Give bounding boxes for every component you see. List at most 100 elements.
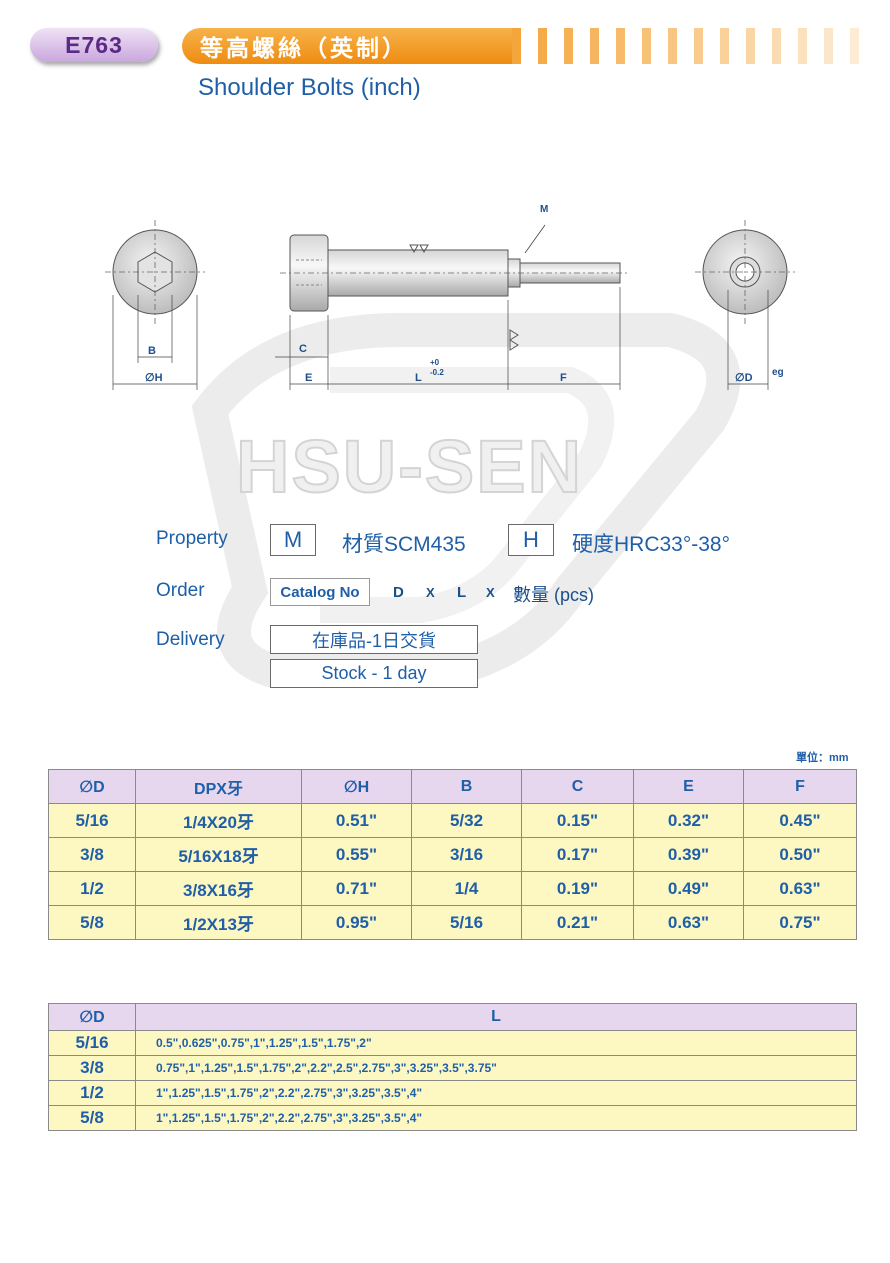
material-code-box: M	[270, 524, 316, 556]
dim-M-label: M	[540, 204, 548, 215]
table-cell: 5/8	[48, 1105, 136, 1131]
table-cell: 0.55"	[301, 837, 412, 872]
product-title-cn: 等高螺絲（英制）	[182, 28, 512, 64]
table-row: 1/2 3/8X16牙 0.71" 1/4 0.19" 0.49" 0.63"	[48, 871, 857, 906]
dim-C-label: C	[299, 343, 307, 355]
watermark-text: HSU-SEN	[235, 424, 584, 509]
watermark-swoosh	[191, 313, 741, 687]
table-cell: 0.50"	[743, 837, 857, 872]
dim-D-label: ∅D	[735, 372, 753, 384]
order-x-1: X	[426, 585, 435, 600]
order-x-2: X	[486, 585, 495, 600]
material-text: 材質SCM435	[342, 533, 466, 556]
header-stripe	[746, 28, 755, 64]
table-cell: 5/16X18牙	[135, 837, 302, 872]
table-cell: 0.32"	[633, 803, 744, 838]
header-cell: C	[521, 769, 634, 804]
delivery-cn-box: 在庫品-1日交貨	[270, 625, 478, 654]
table-cell: 0.17"	[521, 837, 634, 872]
table-row: 5/16 0.5",0.625",0.75",1",1.25",1.5",1.7…	[48, 1030, 857, 1056]
table-cell: 0.19"	[521, 871, 634, 906]
table-cell: 1/4	[411, 871, 522, 906]
table-row: 3/8 0.75",1",1.25",1.5",1.75",2",2.2",2.…	[48, 1055, 857, 1081]
table-cell: 1/2X13牙	[135, 905, 302, 940]
head-end-view	[105, 220, 205, 390]
table-cell: 3/8	[48, 837, 136, 872]
header-stripe	[850, 28, 859, 64]
table-cell: 0.5",0.625",0.75",1",1.25",1.5",1.75",2"	[135, 1030, 857, 1056]
order-d: D	[393, 584, 404, 601]
table-row: 3/8 5/16X18牙 0.55" 3/16 0.17" 0.39" 0.50…	[48, 837, 857, 872]
header-stripe	[642, 28, 651, 64]
bolt-side-view	[275, 224, 630, 390]
table-row: 5/8 1",1.25",1.5",1.75",2",2.2",2.75",3"…	[48, 1105, 857, 1131]
tolerance-plus: +0	[430, 358, 440, 367]
header-stripe	[590, 28, 599, 64]
header-stripe	[824, 28, 833, 64]
tolerance-minus: -0.2	[430, 368, 444, 377]
dim-B-label: B	[148, 345, 156, 357]
table-cell: 0.45"	[743, 803, 857, 838]
shank-end-view	[695, 220, 795, 390]
table-header-row: ∅D L	[48, 1003, 857, 1031]
header-stripes	[512, 28, 872, 64]
header-stripe	[616, 28, 625, 64]
catalog-code-badge: E763	[30, 28, 158, 62]
table-row: 5/8 1/2X13牙 0.95" 5/16 0.21" 0.63" 0.75"	[48, 905, 857, 940]
catalog-no-box: Catalog No	[270, 578, 370, 606]
table-cell: 0.63"	[633, 905, 744, 940]
table-cell: 0.75",1",1.25",1.5",1.75",2",2.2",2.5",2…	[135, 1055, 857, 1081]
table-cell: 5/32	[411, 803, 522, 838]
table-header-row: ∅D DPX牙 ∅H B C E F	[48, 769, 857, 804]
header-stripe	[720, 28, 729, 64]
header-cell: F	[743, 769, 857, 804]
dim-H-label: ∅H	[145, 372, 163, 384]
table-cell: 3/8X16牙	[135, 871, 302, 906]
hardness-code-box: H	[508, 524, 554, 556]
header-cell: B	[411, 769, 522, 804]
table-cell: 5/16	[48, 803, 136, 838]
shoulder-bolt-drawing: B ∅H C E L +0 -0.2 F M ∅D eg	[105, 204, 795, 390]
dim-L-label: L	[415, 372, 422, 384]
dimensions-table: ∅D DPX牙 ∅H B C E F 5/16 1/4X20牙 0.51" 5/…	[48, 769, 857, 940]
dim-F-label: F	[560, 372, 567, 384]
table-cell: 0.51"	[301, 803, 412, 838]
order-label: Order	[156, 580, 205, 601]
fit-eg-label: eg	[772, 367, 784, 378]
header-cell: L	[135, 1003, 857, 1031]
table-cell: 3/8	[48, 1055, 136, 1081]
header-cell: DPX牙	[135, 769, 302, 804]
table-cell: 0.95"	[301, 905, 412, 940]
table-cell: 1/2	[48, 871, 136, 906]
table-cell: 3/16	[411, 837, 522, 872]
header-cell: ∅D	[48, 769, 136, 804]
header-stripe	[798, 28, 807, 64]
header-cell: ∅D	[48, 1003, 136, 1031]
header-stripe	[512, 28, 521, 64]
table-cell: 1/4X20牙	[135, 803, 302, 838]
table-cell: 0.71"	[301, 871, 412, 906]
unit-note: 單位：mm	[796, 752, 849, 764]
dim-E-label: E	[305, 372, 312, 384]
header-stripe	[564, 28, 573, 64]
length-table: ∅D L 5/16 0.5",0.625",0.75",1",1.25",1.5…	[48, 1003, 857, 1131]
header-cell: ∅H	[301, 769, 412, 804]
table-cell: 0.75"	[743, 905, 857, 940]
hardness-text: 硬度HRC33°-38°	[572, 533, 731, 556]
table-cell: 0.15"	[521, 803, 634, 838]
table-row: 1/2 1",1.25",1.5",1.75",2",2.2",2.75",3"…	[48, 1080, 857, 1106]
header-cell: E	[633, 769, 744, 804]
product-title-en: Shoulder Bolts (inch)	[198, 74, 421, 101]
order-l: L	[457, 584, 467, 601]
table-cell: 0.39"	[633, 837, 744, 872]
table-cell: 5/16	[48, 1030, 136, 1056]
header-stripe	[772, 28, 781, 64]
table-cell: 0.63"	[743, 871, 857, 906]
delivery-en-box: Stock - 1 day	[270, 659, 478, 688]
table-cell: 0.49"	[633, 871, 744, 906]
table-row: 5/16 1/4X20牙 0.51" 5/32 0.15" 0.32" 0.45…	[48, 803, 857, 838]
header-stripe	[538, 28, 547, 64]
table-cell: 1",1.25",1.5",1.75",2",2.2",2.75",3",3.2…	[135, 1105, 857, 1131]
header-stripe	[668, 28, 677, 64]
table-cell: 5/16	[411, 905, 522, 940]
